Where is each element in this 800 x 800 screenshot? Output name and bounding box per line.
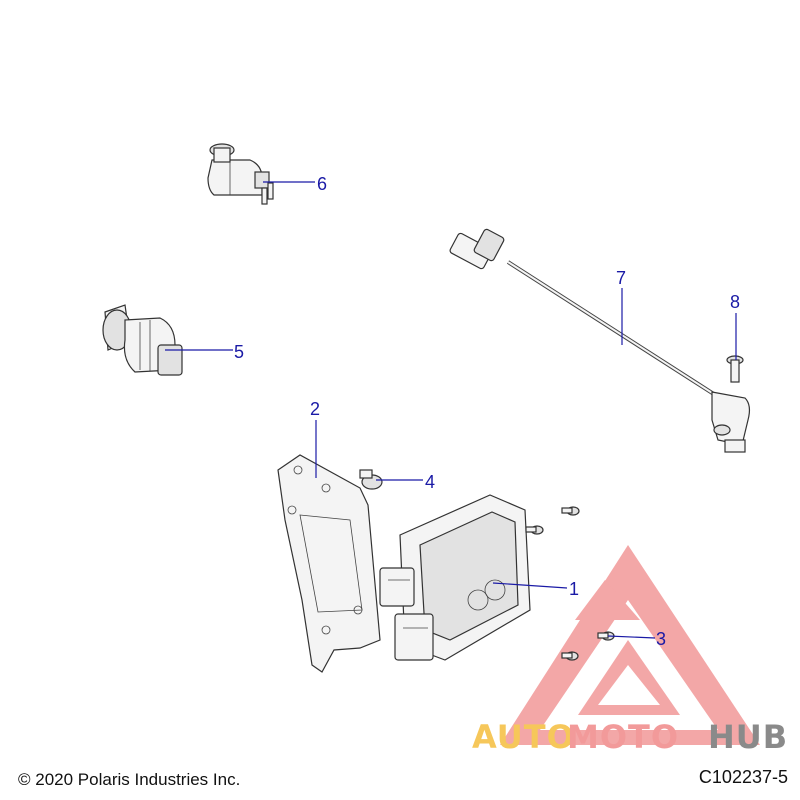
part-8-bolt (726, 355, 744, 383)
leader-lines (165, 181, 737, 639)
part-6-sensor (207, 143, 274, 205)
part-7-harness-sensor (449, 228, 751, 453)
callout-7: 7 (616, 268, 626, 288)
watermark-moto: MOTO (567, 718, 679, 756)
callout-1: 1 (569, 579, 579, 599)
callout-3: 3 (656, 629, 666, 649)
part-3-screws (525, 506, 615, 661)
part-2-bracket (277, 454, 381, 673)
copyright-text: © 2020 Polaris Industries Inc. (18, 770, 241, 789)
watermark-auto: AUTO (472, 718, 575, 756)
part-4-fastener (359, 469, 383, 490)
callout-6: 6 (317, 174, 327, 194)
watermark-logo (500, 545, 760, 745)
callout-5: 5 (234, 342, 244, 362)
watermark-hub: HUB (708, 718, 788, 756)
watermark-text: AUTO MOTO HUB (472, 718, 788, 756)
callout-8: 8 (730, 292, 740, 312)
part-5-sensor (102, 304, 183, 376)
part-1-ecu (379, 494, 531, 661)
callout-4: 4 (425, 472, 435, 492)
callout-2: 2 (310, 399, 320, 419)
diagram-code: C102237-5 (698, 767, 788, 787)
